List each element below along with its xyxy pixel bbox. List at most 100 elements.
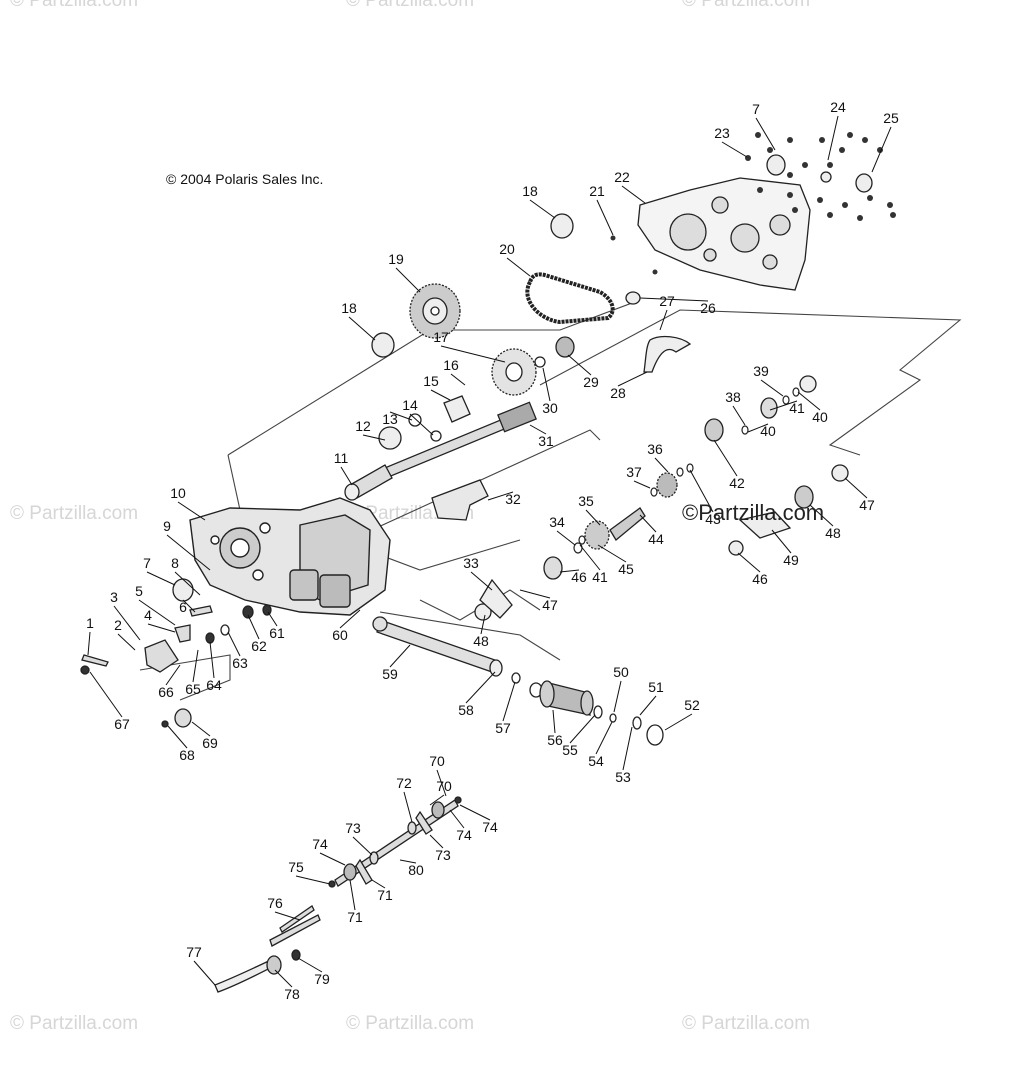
leader-line <box>389 411 413 421</box>
bolt-1 <box>81 654 109 667</box>
callout-28: 28 <box>610 385 626 401</box>
callout-59: 59 <box>382 666 398 682</box>
bracket-4 <box>174 624 191 643</box>
callout-23: 23 <box>714 125 730 141</box>
oring-52 <box>646 724 664 746</box>
leader-line <box>659 309 668 331</box>
callout-49: 49 <box>783 552 799 568</box>
gear-17 <box>491 348 537 396</box>
leader-line <box>209 641 215 679</box>
leader-line <box>352 836 373 856</box>
copyright-notice: © 2004 Polaris Sales Inc. <box>166 171 324 187</box>
leader-line <box>167 725 188 749</box>
leader-line <box>371 879 386 889</box>
bearing-27-right <box>799 375 817 393</box>
callout-10: 10 <box>170 485 186 501</box>
callout-24: 24 <box>830 99 846 115</box>
leader-line <box>613 680 622 713</box>
callout-74: 74 <box>456 827 472 843</box>
callout-76: 76 <box>267 895 283 911</box>
leader-line <box>227 631 241 657</box>
callout-73: 73 <box>345 820 361 836</box>
gear-44 <box>584 520 610 550</box>
callout-18: 18 <box>522 183 538 199</box>
washer-30 <box>534 356 546 368</box>
leader-line <box>166 534 211 571</box>
sprocket-29 <box>555 336 575 358</box>
callout-52: 52 <box>684 697 700 713</box>
leader-line <box>664 713 693 731</box>
switch-housing-3 <box>144 639 179 673</box>
leader-line <box>556 530 576 546</box>
callout-19: 19 <box>388 251 404 267</box>
leader-line <box>844 477 868 499</box>
leader-line <box>436 769 447 797</box>
leader-line <box>596 199 614 236</box>
callout-48: 48 <box>473 633 489 649</box>
shift-rail-assembly <box>214 796 462 993</box>
shaft-43 <box>609 507 646 541</box>
plate-15 <box>443 395 471 423</box>
cover-49 <box>738 511 792 539</box>
callout-41: 41 <box>592 569 608 585</box>
callout-29: 29 <box>583 374 599 390</box>
leader-line <box>395 267 421 293</box>
leader-line <box>319 852 346 866</box>
leader-line <box>429 834 444 849</box>
mount-69 <box>174 708 192 728</box>
callout-9: 9 <box>163 518 171 534</box>
leader-line <box>362 434 386 441</box>
seal-7 <box>766 154 786 176</box>
leader-line <box>585 509 601 526</box>
callout-7: 7 <box>143 555 151 571</box>
leader-line <box>542 367 551 402</box>
leader-line <box>569 714 596 744</box>
callout-69: 69 <box>202 735 218 751</box>
leader-line <box>174 571 201 596</box>
bearing-18-lower <box>371 332 395 358</box>
callout-67: 67 <box>114 716 130 732</box>
gear-45 <box>543 556 563 580</box>
leader-line <box>409 413 434 436</box>
leader-line <box>559 569 580 573</box>
leader-line <box>430 389 451 401</box>
callout-18: 18 <box>341 300 357 316</box>
leader-line <box>193 960 216 986</box>
pin-6 <box>189 605 213 617</box>
callout-51: 51 <box>648 679 664 695</box>
leader-line <box>529 424 547 435</box>
callout-34: 34 <box>549 514 565 530</box>
leader-line <box>597 544 627 563</box>
callout-74: 74 <box>312 836 328 852</box>
drive-chain-20 <box>525 272 615 325</box>
callout-38: 38 <box>725 389 741 405</box>
callout-45: 45 <box>618 561 634 577</box>
callout-35: 35 <box>578 493 594 509</box>
callout-33: 33 <box>463 555 479 571</box>
leader-line <box>747 423 769 433</box>
callout-54: 54 <box>588 753 604 769</box>
leader-line <box>771 529 792 554</box>
callout-79: 79 <box>314 971 330 987</box>
callout-14: 14 <box>402 397 418 413</box>
leader-line <box>617 371 648 387</box>
callout-74: 74 <box>482 819 498 835</box>
leader-line <box>274 969 293 988</box>
callout-32: 32 <box>505 491 521 507</box>
callout-31: 31 <box>538 433 554 449</box>
callout-11: 11 <box>334 450 349 466</box>
callout-41: 41 <box>789 400 805 416</box>
callout-66: 66 <box>158 684 174 700</box>
callout-25: 25 <box>883 110 899 126</box>
callout-57: 57 <box>495 720 511 736</box>
gear-19 <box>409 283 461 339</box>
bearing-27-upper <box>625 291 641 305</box>
leader-line <box>267 611 278 627</box>
callout-60: 60 <box>332 627 348 643</box>
leader-line <box>480 614 486 635</box>
callout-7: 7 <box>752 101 760 117</box>
callout-8: 8 <box>171 555 179 571</box>
leader-line <box>177 501 206 521</box>
callout-50: 50 <box>613 664 629 680</box>
